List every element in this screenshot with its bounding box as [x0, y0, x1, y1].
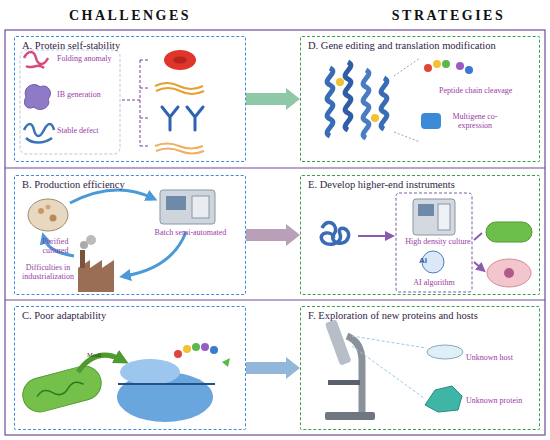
protein-helix [381, 78, 387, 129]
amino-bead [456, 62, 464, 70]
protein-helix [363, 70, 369, 138]
molecule [222, 358, 230, 367]
callout-line [394, 58, 420, 142]
ai-badge: AI [419, 257, 449, 266]
amino-bead [201, 343, 209, 351]
panel-box: C. Poor adaptabilityModi [14, 306, 246, 430]
panel-heading: E. Develop higher-end instruments [308, 179, 455, 191]
row-divider [5, 167, 545, 168]
item-label: AI algorithm [394, 279, 474, 288]
strategy-arrow [246, 357, 300, 379]
flow-arrow [474, 233, 482, 269]
colony [38, 208, 44, 214]
item-label: Unknown protein [466, 397, 538, 406]
protein-fiber [155, 144, 204, 154]
item-label: Peptide chain cleavage [439, 87, 537, 96]
misfolded-protein [24, 52, 48, 68]
bacterium [19, 362, 105, 416]
item-label: IB generation [57, 91, 129, 100]
amino-bead [424, 64, 432, 72]
icon-frame [20, 50, 120, 154]
cell-center [173, 57, 187, 64]
bacterium [486, 222, 532, 242]
binding-site [371, 114, 379, 122]
host-cell [487, 259, 531, 287]
cycle-arrow [125, 232, 186, 276]
amino-bead [465, 66, 473, 74]
flow-arrow [358, 235, 390, 237]
colony [46, 205, 51, 210]
panel-heading: A. Protein self-stability [22, 40, 120, 52]
panel-box: E. Develop higher-end instrumentsHigh de… [300, 175, 540, 295]
protein-fiber [155, 83, 204, 94]
microscope-stage [328, 380, 360, 385]
strategy-arrow [246, 224, 300, 246]
amino-bead [210, 346, 218, 354]
panel-heading: F. Exploration of new proteins and hosts [308, 310, 478, 322]
culture-dish [28, 199, 68, 231]
item-label: Batch semi-automated [143, 229, 238, 238]
petri-dish [427, 345, 463, 359]
gene-plasmid [421, 113, 441, 129]
amino-bead [192, 343, 200, 351]
amino-bead [174, 350, 182, 358]
row-divider [5, 299, 545, 300]
machine-door [192, 196, 209, 218]
dna-strand [36, 380, 84, 400]
colony [50, 215, 57, 222]
item-label: Difficulties in industrialization [17, 264, 79, 282]
arrow-label: Modi [87, 351, 117, 358]
column-heading: CHALLENGES [50, 8, 210, 24]
item-label: Purified cultured [33, 238, 78, 256]
unstable-protein [24, 124, 54, 143]
light-beam [352, 336, 426, 398]
outer-frame [5, 30, 545, 435]
item-label: Folding anomaly [57, 55, 129, 64]
red-blood-cell [164, 50, 196, 70]
smoke [86, 235, 96, 245]
item-label: Stable defect [57, 127, 129, 136]
amino-bead [183, 345, 191, 353]
protein-helix [345, 62, 351, 130]
cell-nucleus [504, 268, 514, 278]
column-heading: STRATEGIES [366, 8, 531, 24]
microscope-base [325, 412, 375, 420]
panel-heading: C. Poor adaptability [22, 310, 106, 322]
batch-machine [160, 190, 215, 224]
binding-site [336, 78, 344, 86]
item-label: High density culture [394, 238, 482, 247]
culture-instrument [413, 199, 455, 235]
strategy-arrow [246, 88, 300, 110]
instrument-screen [418, 204, 434, 216]
panel-box: A. Protein self-stabilityFolding anomaly… [14, 36, 246, 162]
protein-helix [327, 68, 333, 136]
panel-heading: B. Production efficiency [22, 179, 125, 191]
protein-structure [321, 222, 348, 244]
amino-bead [433, 60, 441, 68]
item-label: Unknown host [466, 354, 538, 363]
panel-box: F. Exploration of new proteins and hosts… [300, 306, 540, 430]
machine-screen [166, 196, 186, 210]
panel-box: B. Production efficiencyPurified culture… [14, 175, 246, 295]
microscope-tube [325, 319, 352, 365]
instrument-vessel [438, 204, 450, 230]
inclusion-body [24, 85, 50, 110]
panel-box: D. Gene editing and translation modifica… [300, 36, 540, 162]
protein-crystal [425, 386, 462, 412]
ribosome-small [120, 359, 180, 385]
mrna-strand [118, 383, 215, 385]
amino-bead [442, 60, 450, 68]
panel-heading: D. Gene editing and translation modifica… [308, 40, 496, 52]
item-label: Multigene co-expression [444, 113, 506, 131]
cycle-arrow [70, 190, 152, 203]
antibody [162, 107, 203, 130]
bracket [122, 60, 150, 146]
chimney [80, 250, 85, 268]
